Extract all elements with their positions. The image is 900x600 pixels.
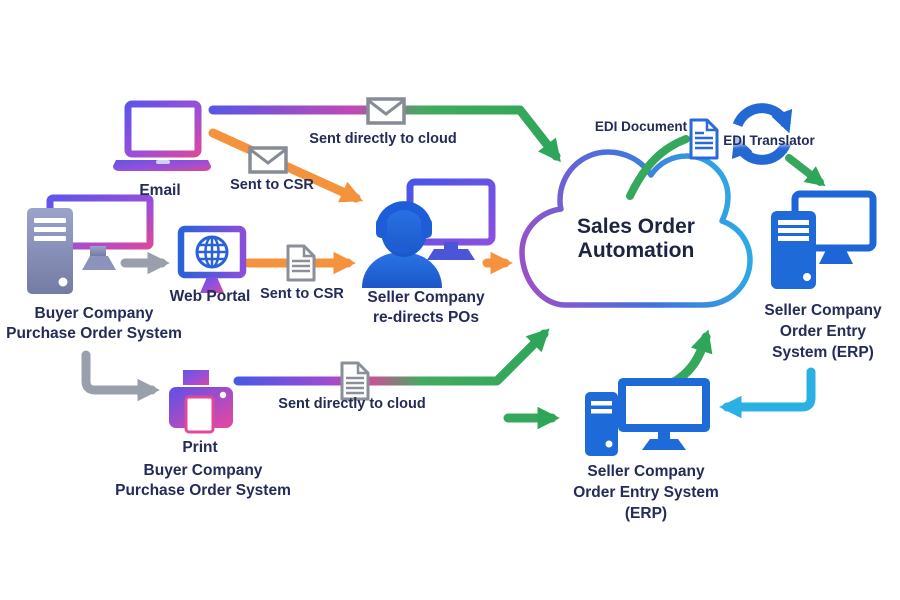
arrow-cloud-to-edi-document <box>626 135 690 200</box>
web-portal-label-text: Web Portal <box>169 288 251 305</box>
email-label-text: Email <box>139 182 181 199</box>
erp-right-computer-icon <box>771 190 877 289</box>
edi-translator-label-text: EDI Translator <box>723 133 815 148</box>
headset-agent-icon <box>362 178 496 288</box>
cloud-outline <box>519 149 753 308</box>
print-label: Print <box>182 438 217 458</box>
edge-label-text: Sent directly to cloud <box>309 131 457 147</box>
arrow-email-to-cloud <box>208 105 561 163</box>
erp-right-label-line1: Seller Company <box>764 302 882 319</box>
edge-label-text: Sent directly to cloud <box>278 396 426 412</box>
cloud-label-line2: Automation <box>577 239 695 262</box>
arrow-print-to-cloud <box>233 328 550 386</box>
buyer-bottom-label-line1: Buyer Company <box>143 462 263 479</box>
envelope-icon <box>366 97 406 125</box>
print-label-text: Print <box>182 439 218 456</box>
seller-csr-label-line2: re-directs POs <box>373 309 479 326</box>
sync-arrows-icon <box>731 103 793 165</box>
arrow-translator-to-erp-right <box>785 154 826 187</box>
erp-bottom-label: Seller Company Order Entry System (ERP) <box>573 461 719 524</box>
document-icon <box>286 244 316 282</box>
web-portal-label: Web Portal <box>170 287 251 307</box>
cloud-label-line1: Sales Order <box>577 215 695 238</box>
edge-label-sent-directly-bottom: Sent directly to cloud <box>278 395 425 413</box>
envelope-icon <box>248 146 288 174</box>
buyer-bottom-label: Buyer Company Purchase Order System <box>115 461 291 501</box>
edge-label-sent-directly-top: Sent directly to cloud <box>309 130 456 148</box>
erp-right-label: Seller Company Order Entry System (ERP) <box>764 300 881 363</box>
erp-bottom-computer-icon <box>585 378 710 456</box>
desktop-computer-icon <box>27 194 154 294</box>
edge-label-text: Sent to CSR <box>260 286 344 302</box>
buyer-bottom-label-line2: Purchase Order System <box>115 482 291 499</box>
erp-bottom-label-line1: Seller Company <box>587 463 705 480</box>
seller-csr-label: Seller Company re-directs POs <box>367 288 484 328</box>
email-label: Email <box>139 181 180 201</box>
edge-label-text: Sent to CSR <box>230 177 314 193</box>
edi-document-label-text: EDI Document <box>594 119 688 134</box>
edi-translator-label: EDI Translator <box>723 133 815 149</box>
laptop-icon <box>113 100 211 171</box>
edge-label-sent-to-csr-email: Sent to CSR <box>230 176 314 194</box>
cloud-label: Sales Order Automation <box>577 215 695 263</box>
arrow-erp-right-to-erp-bottom <box>719 367 816 419</box>
buyer-top-label-line2: Purchase Order System <box>6 325 182 342</box>
printer-icon <box>169 370 233 434</box>
globe-icon <box>195 235 229 269</box>
arrow-buyer-to-print <box>81 350 160 402</box>
edge-label-sent-to-csr-portal: Sent to CSR <box>260 285 344 303</box>
document-icon <box>340 361 370 401</box>
web-portal-icon <box>177 225 247 293</box>
seller-csr-label-line1: Seller Company <box>367 289 485 306</box>
erp-bottom-label-line2: Order Entry System <box>573 484 719 501</box>
edi-document-label: EDI Document <box>595 119 687 135</box>
erp-bottom-label-line3: (ERP) <box>624 505 668 522</box>
buyer-top-label-line1: Buyer Company <box>34 305 154 322</box>
erp-right-label-line3: System (ERP) <box>772 344 874 361</box>
edi-document-icon <box>689 118 719 160</box>
cloud-icon <box>519 149 753 308</box>
erp-right-label-line2: Order Entry <box>779 323 867 340</box>
buyer-top-label: Buyer Company Purchase Order System <box>6 304 182 344</box>
